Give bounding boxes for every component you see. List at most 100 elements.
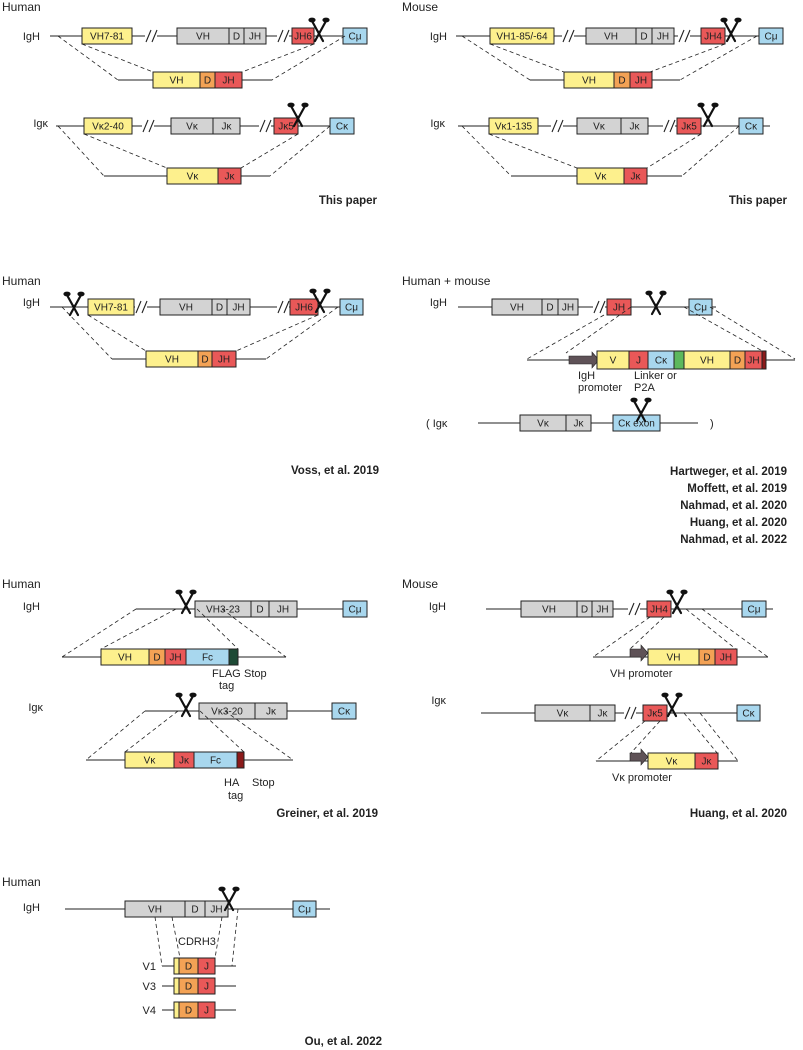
gap-break [634, 602, 641, 616]
segment-jh-label: JH [562, 303, 574, 314]
segment-jh6-label: JH6 [295, 303, 313, 314]
gap-break [277, 29, 284, 43]
segment-d-label: D [618, 76, 625, 87]
gap-break [599, 300, 606, 314]
segment-vk-label: Vκ [537, 419, 550, 430]
gap-break [151, 29, 158, 43]
segment-jk [212, 117, 241, 135]
segment-vk-label: Vκ [144, 756, 157, 767]
scissors-icon [645, 290, 667, 316]
segment-j [197, 977, 216, 995]
citation: Voss, et al. 2019 [291, 465, 379, 477]
citation: This paper [319, 195, 378, 207]
segment-jh [204, 900, 229, 918]
segment-v-stub [173, 977, 180, 995]
gap-break [568, 29, 575, 43]
segment-ck-label: Cκ [745, 122, 758, 133]
segment-j-label: J [204, 982, 209, 993]
gap-break [142, 119, 149, 133]
panel-species-label: Human [2, 274, 41, 288]
segment-jk [565, 414, 592, 432]
segment-j-label: J [636, 356, 641, 367]
segment-jh4 [646, 600, 672, 618]
locus-label-igh: IgH [430, 31, 447, 43]
segment-vh7-81-label: VH7-81 [90, 32, 124, 43]
segment-d-label: D [256, 605, 263, 616]
segment-vh-label: VH [604, 32, 618, 43]
scissors-icon [175, 589, 197, 615]
segment-jk5-label: Jκ5 [278, 122, 294, 133]
segment-jh-label: JH [232, 303, 244, 314]
segment-d-label: D [233, 32, 240, 43]
vh-promoter-annotation: VH promoter [610, 668, 673, 680]
segment-linker [673, 350, 685, 370]
linker-p2a-annotation: P2A [634, 382, 655, 394]
gap-break-mask [277, 30, 289, 42]
segment-v-stub [173, 1001, 180, 1019]
segment-cmu [342, 27, 368, 45]
segment-j-label: J [204, 1006, 209, 1017]
citation: Moffett, et al. 2019 [687, 483, 787, 495]
segment-vk-label: Vκ [557, 709, 570, 720]
recombination-guide-dashed-line [595, 720, 646, 762]
gap-break [624, 706, 631, 720]
segment-j [197, 957, 216, 975]
segment-ck [736, 704, 761, 722]
segment-d-label: D [640, 32, 647, 43]
segment-vh-label: VH [542, 605, 556, 616]
recombination-guide-dashed-line [709, 306, 796, 360]
gap-break [562, 29, 569, 43]
segment-jk-label: Jκ [702, 757, 713, 768]
segment-ck [331, 702, 357, 720]
segment-jk-label: Jκ [266, 707, 277, 718]
segment-jk5 [642, 704, 668, 722]
segment-d-label: D [734, 356, 741, 367]
scissors-icon [287, 102, 309, 128]
recombination-guide-dashed-line [629, 720, 661, 755]
segment-jk-label: Jκ [631, 172, 642, 183]
gap-break [283, 29, 290, 43]
segment-ck-label: Cκ [336, 122, 349, 133]
segment-vk-label: Vκ [186, 122, 199, 133]
recombination-guide-dashed-line [699, 712, 739, 762]
segment-d-label: D [216, 303, 223, 314]
segment-jk-label: Jκ [598, 709, 609, 720]
recombination-guide-dashed-line [124, 710, 179, 753]
scissors-icon [630, 397, 652, 423]
segment-jh4-label: JH4 [704, 32, 722, 43]
promoter-arrow [629, 748, 649, 766]
citation: Ou, et al. 2022 [305, 1036, 382, 1048]
recombination-guide-dashed-line [683, 712, 719, 755]
segment-jh-label: JH [657, 32, 669, 43]
segment-cmu-label: Cμ [349, 605, 362, 616]
segment-cmu-label: Cμ [345, 303, 358, 314]
segment-d-label: D [581, 605, 588, 616]
segment-cmu [688, 298, 713, 316]
recombination-guide-dashed-line [646, 133, 702, 169]
gap-break [551, 119, 558, 133]
segment-cmu-label: Cμ [765, 32, 778, 43]
segment-vk3-20-label: Vκ3-20 [211, 707, 243, 718]
gap-break [630, 706, 637, 720]
recombination-guide-dashed-line [265, 306, 339, 360]
citation: Huang, et al. 2020 [690, 808, 787, 820]
segment-cmu-label: Cμ [748, 605, 761, 616]
segment-jk5-label: Jκ5 [647, 709, 663, 720]
recombination-guide-dashed-line [649, 43, 726, 73]
locus-label-igh: IgH [23, 297, 40, 309]
segment-vh7-81 [87, 298, 135, 316]
segment-vk2-40-label: Vκ2-40 [92, 122, 124, 133]
gap-break [141, 300, 148, 314]
segment-jk [623, 167, 648, 185]
segment-jk5 [273, 117, 299, 135]
gap-break-mask [624, 707, 636, 719]
segment-jh-label: JH [720, 653, 732, 664]
segment-jh [629, 71, 653, 89]
segment-flag-tag [228, 648, 239, 666]
gap-break-mask [678, 30, 690, 42]
gap-break [277, 300, 284, 314]
variant-label: V3 [143, 981, 156, 993]
segment-vh1-85-64-label: VH1-85/-64 [496, 32, 548, 43]
recombination-guide-dashed-line [61, 306, 113, 360]
segment-jh-label: JH [222, 76, 234, 87]
